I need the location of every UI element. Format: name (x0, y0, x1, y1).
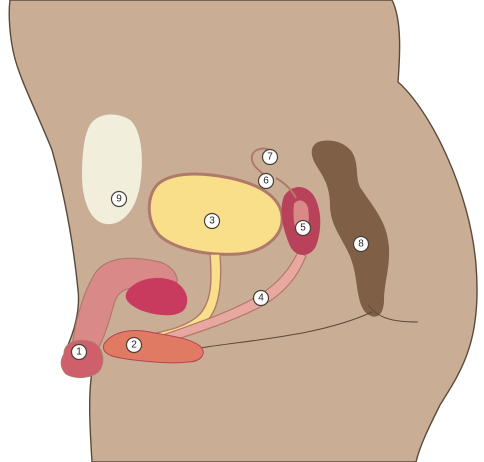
svg-text:3: 3 (209, 216, 215, 227)
svg-text:9: 9 (116, 194, 122, 205)
svg-text:6: 6 (263, 176, 269, 187)
marker-8: 8 (354, 237, 369, 252)
svg-text:7: 7 (267, 152, 273, 163)
marker-6: 6 (259, 174, 274, 189)
marker-1: 1 (72, 345, 87, 360)
marker-5: 5 (296, 221, 311, 236)
marker-7: 7 (263, 150, 278, 165)
marker-4: 4 (254, 291, 269, 306)
marker-2: 2 (127, 338, 142, 353)
svg-text:8: 8 (358, 239, 364, 250)
svg-text:4: 4 (258, 293, 264, 304)
svg-text:5: 5 (300, 223, 306, 234)
marker-3: 3 (205, 214, 220, 229)
svg-text:1: 1 (76, 347, 82, 358)
svg-text:2: 2 (131, 340, 137, 351)
marker-9: 9 (112, 192, 127, 207)
